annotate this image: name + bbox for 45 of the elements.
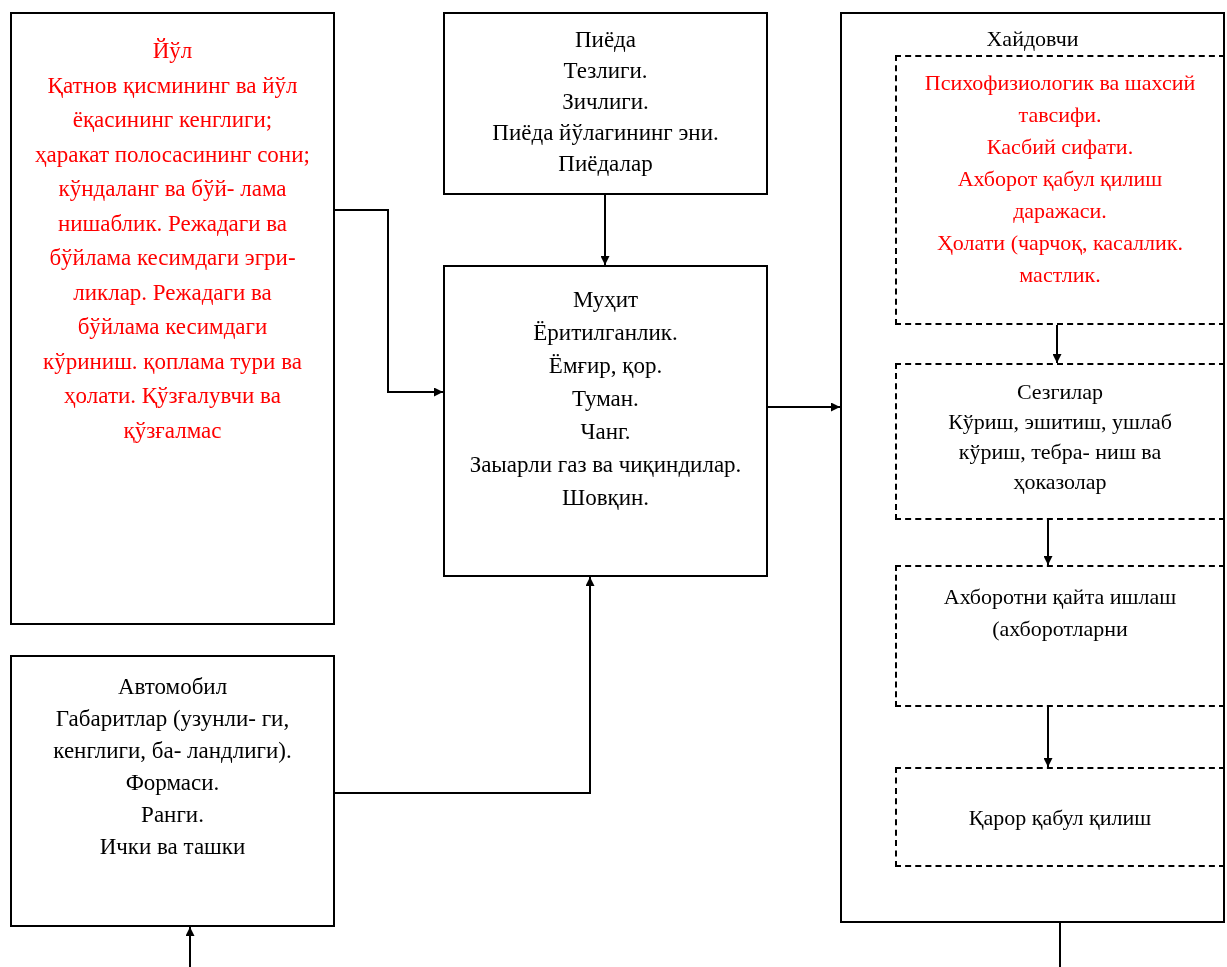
- dashed-box: [895, 767, 1225, 867]
- box-heading: Психофизиологик ва шахсий тавсифи.: [923, 69, 1197, 129]
- box-text: Заыарли газ ва чиқиндилар.: [469, 451, 742, 479]
- box-text: Габаритлар (узунли- ги, кенглиги, ба- ландлиги).: [52, 705, 293, 765]
- process-box: [10, 655, 335, 927]
- box-text: Зичлиги.: [562, 88, 649, 116]
- connector-line: [1059, 922, 1061, 967]
- arrow: [185, 926, 195, 967]
- process-box: [840, 12, 1225, 923]
- box-text: Қарор қабул қилиш: [968, 804, 1152, 832]
- box-text: Ахборотни қайта ишлаш (ахборотларни: [942, 583, 1178, 643]
- box-heading: Сезгилар: [1016, 378, 1104, 406]
- box-text: Ранги.: [141, 801, 204, 829]
- box-text: Ёмғир, қор.: [548, 352, 663, 380]
- dashed-box: [895, 565, 1225, 707]
- box-text: Туман.: [572, 385, 639, 413]
- box-heading: Автомобил: [117, 673, 228, 701]
- arrow: [334, 576, 595, 794]
- box-text: Ички ва ташки: [99, 833, 246, 861]
- box-text: Хайдовчи: [986, 25, 1079, 53]
- dashed-box: [895, 363, 1225, 520]
- arrow: [334, 209, 444, 397]
- box-text: Чанг.: [580, 418, 631, 446]
- box-heading: Муҳит: [572, 286, 639, 314]
- box-text: Пиёда йўлагининг эни. Пиёдалар: [491, 119, 720, 178]
- box-text: Қатнов қисмининг ва йўл ёқасининг кенглиги; ҳаракат полосасининг сони; кўндаланг ва бўй- лама нишаблик. Режадаги ва бўйлама кесимдаги эгри-ликлар. Режадаги ва бўйлама кесимдаги кўриниш. қоплама тури ва ҳолати. Қўзғалувчи ва қўзғалмас: [34, 71, 311, 445]
- box-text: Касбий сифати.: [986, 133, 1134, 161]
- dashed-box: [895, 55, 1225, 325]
- arrow: [1043, 519, 1053, 566]
- arrow: [600, 194, 610, 266]
- process-box: [443, 265, 768, 577]
- box-heading: Йўл: [152, 37, 193, 65]
- arrow: [767, 402, 841, 412]
- box-text: Кўриш, эшитиш, ушлаб кўриш, тебра- ниш ва ҳоказолар: [947, 408, 1173, 496]
- process-box: [10, 12, 335, 625]
- box-text: Ахборот қабул қилиш даражаси.: [956, 165, 1164, 225]
- box-text: Ёритилганлик.: [533, 319, 678, 347]
- process-box: [443, 12, 768, 195]
- box-heading: Пиёда: [574, 26, 636, 54]
- arrow: [1052, 324, 1062, 364]
- box-text: Шовқин.: [561, 484, 650, 512]
- box-text: Формаси.: [125, 769, 220, 797]
- box-text: Ҳолати (чарчоқ, касаллик. мастлик.: [935, 229, 1185, 289]
- arrow: [1043, 706, 1053, 768]
- box-text: Тезлиги.: [563, 57, 648, 85]
